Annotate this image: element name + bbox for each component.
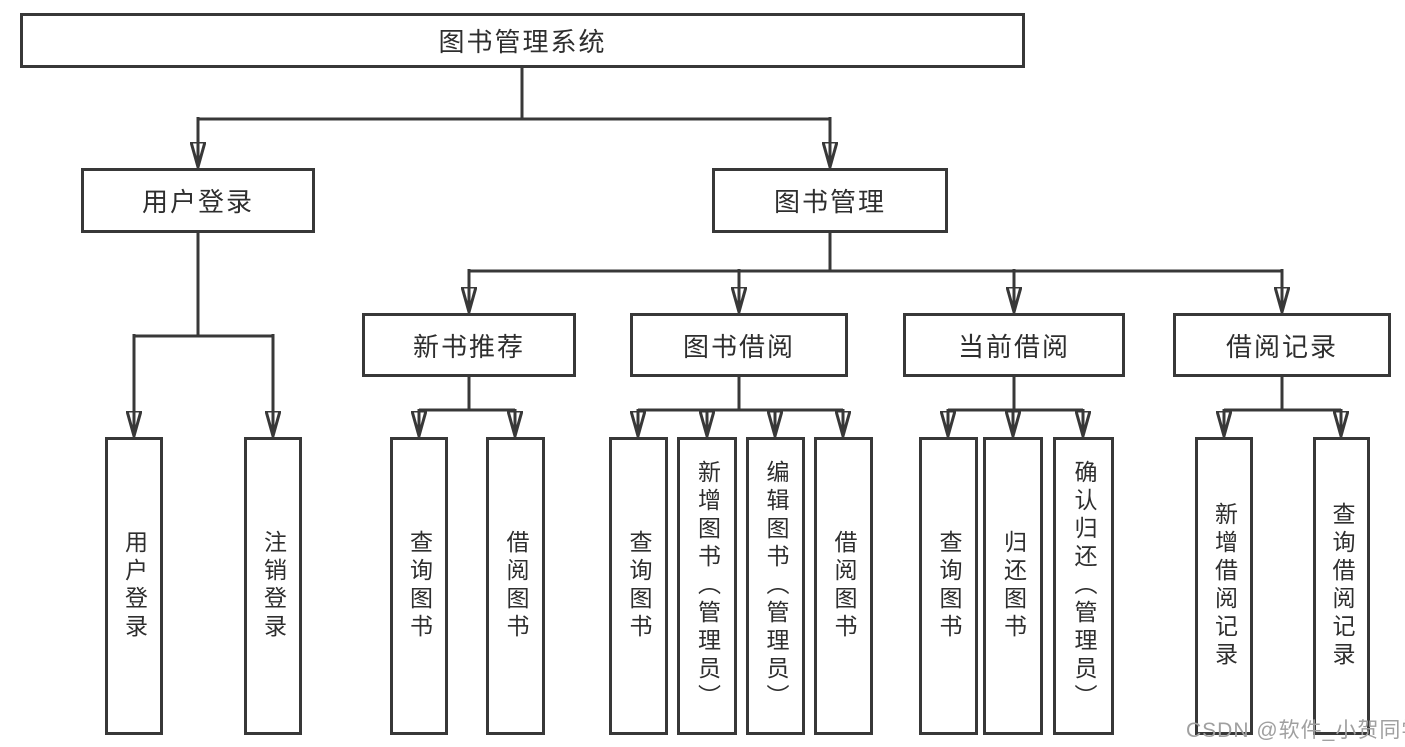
watermark: CSDN @软件_小贺同学	[1186, 719, 1405, 742]
node-root-system: 图书管理系统	[20, 13, 1025, 68]
leaf-query-borrow-record: 查询借阅记录	[1313, 437, 1370, 735]
leaf-user-login: 用户登录	[105, 437, 163, 735]
node-user-login: 用户登录	[81, 168, 315, 233]
leaf-borrow-books-newbook: 借阅图书	[486, 437, 545, 735]
leaf-return-books: 归还图书	[983, 437, 1043, 735]
node-book-borrow: 图书借阅	[630, 313, 848, 377]
leaf-add-borrow-record: 新增借阅记录	[1195, 437, 1253, 735]
node-current-borrow: 当前借阅	[903, 313, 1125, 377]
node-borrow-records: 借阅记录	[1173, 313, 1391, 377]
leaf-query-books-newbook: 查询图书	[390, 437, 448, 735]
leaf-edit-books-admin: 编辑图书（管理员）	[746, 437, 805, 735]
leaf-query-books-current: 查询图书	[919, 437, 978, 735]
node-new-book-recommend: 新书推荐	[362, 313, 576, 377]
leaf-add-books-admin: 新增图书（管理员）	[677, 437, 737, 735]
leaf-logout-login: 注销登录	[244, 437, 302, 735]
leaf-confirm-return-admin: 确认归还（管理员）	[1053, 437, 1114, 735]
node-book-management: 图书管理	[712, 168, 948, 233]
leaf-query-books-borrow: 查询图书	[609, 437, 668, 735]
leaf-borrow-books-borrow: 借阅图书	[814, 437, 873, 735]
